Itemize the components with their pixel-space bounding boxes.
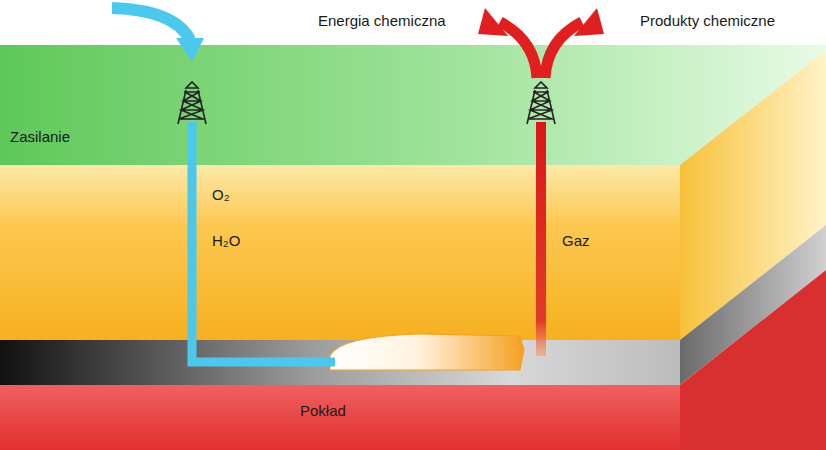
surface-label: Zasilanie	[10, 128, 70, 146]
gas-label: Gaz	[562, 232, 590, 250]
injected-oxygen-label: O₂	[212, 186, 230, 204]
output-label: Produkty chemiczne	[640, 12, 775, 30]
output-label: Energia chemiczna	[318, 12, 446, 30]
injected-water-label: H₂O	[212, 232, 240, 250]
seam-label: Pokład	[300, 402, 346, 420]
